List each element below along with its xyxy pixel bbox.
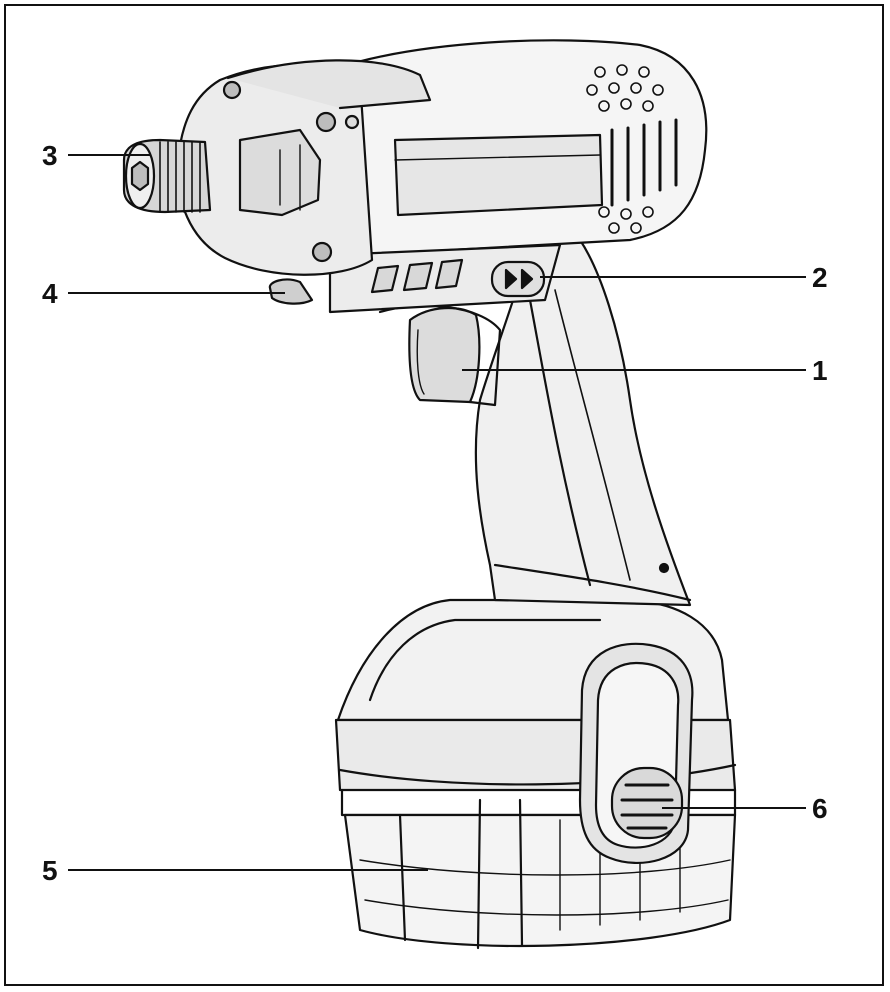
callout-lines bbox=[68, 154, 806, 871]
callout-label-6: 6 bbox=[812, 793, 828, 824]
callout-label-1: 1 bbox=[812, 355, 828, 386]
battery-release-button bbox=[578, 642, 694, 865]
bit-holder-chuck bbox=[122, 138, 212, 214]
callout-label-3: 3 bbox=[42, 140, 58, 171]
forward-reverse-switch bbox=[490, 260, 546, 298]
callout-label-5: 5 bbox=[42, 855, 58, 886]
led-light bbox=[268, 278, 314, 305]
hammer-case bbox=[176, 59, 432, 276]
callout-label-4: 4 bbox=[42, 278, 58, 309]
callout-label-2: 2 bbox=[812, 262, 828, 293]
